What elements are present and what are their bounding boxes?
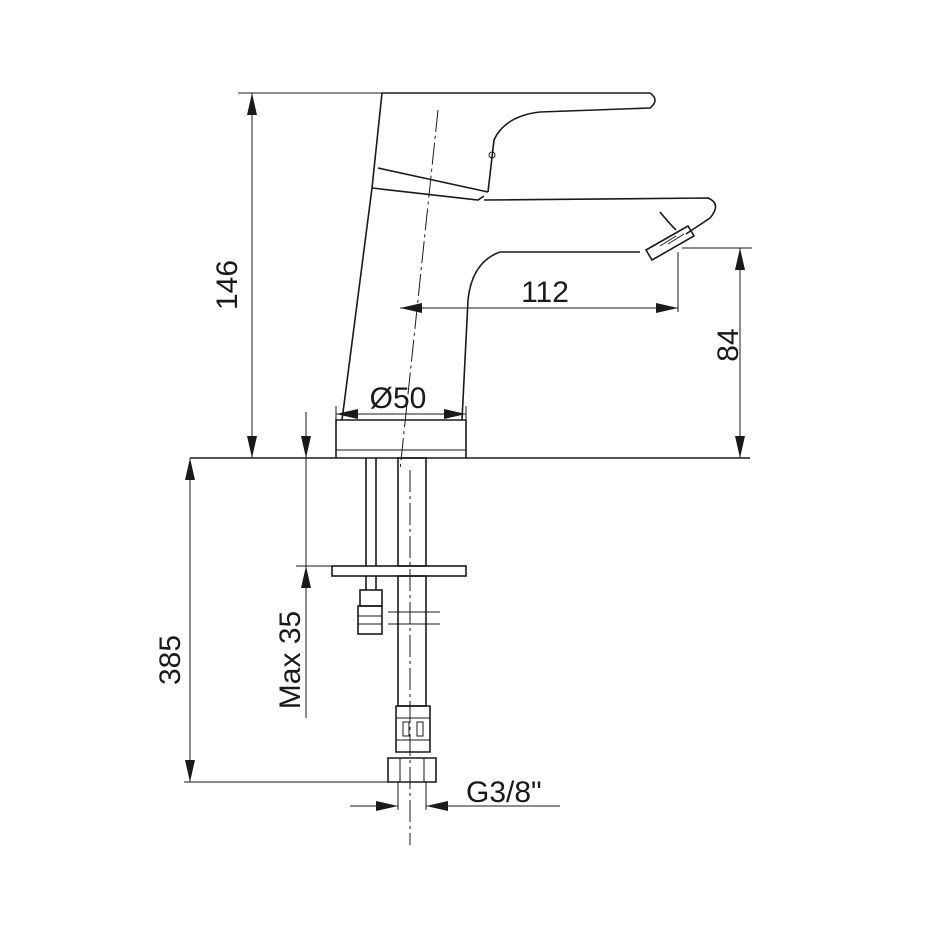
dimension-base-diameter: Ø50 xyxy=(335,382,467,420)
lever-handle xyxy=(371,92,656,201)
dimension-height-total-label: 146 xyxy=(211,260,244,310)
dimension-max-deck-thickness-label: Max 35 xyxy=(274,611,307,709)
center-axis xyxy=(399,109,439,471)
dimension-height-total: 146 xyxy=(211,92,384,459)
spout xyxy=(483,197,717,262)
dimension-outlet-reach: 112 xyxy=(400,252,679,313)
dimension-spout-height: 84 xyxy=(682,247,752,458)
dimension-spout-height-label: 84 xyxy=(712,328,745,361)
dimension-connection-thread: G3/8" xyxy=(350,776,560,811)
dimension-outlet-reach-label: 112 xyxy=(521,276,569,309)
dimension-hose-length-label: 385 xyxy=(154,635,187,685)
dimension-hose-length: 385 xyxy=(154,458,388,783)
dimension-connection-thread-label: G3/8" xyxy=(466,776,542,809)
mounting-assembly xyxy=(331,457,467,783)
dimension-max-deck-thickness: Max 35 xyxy=(274,412,332,718)
dimension-base-diameter-label: Ø50 xyxy=(370,382,427,415)
